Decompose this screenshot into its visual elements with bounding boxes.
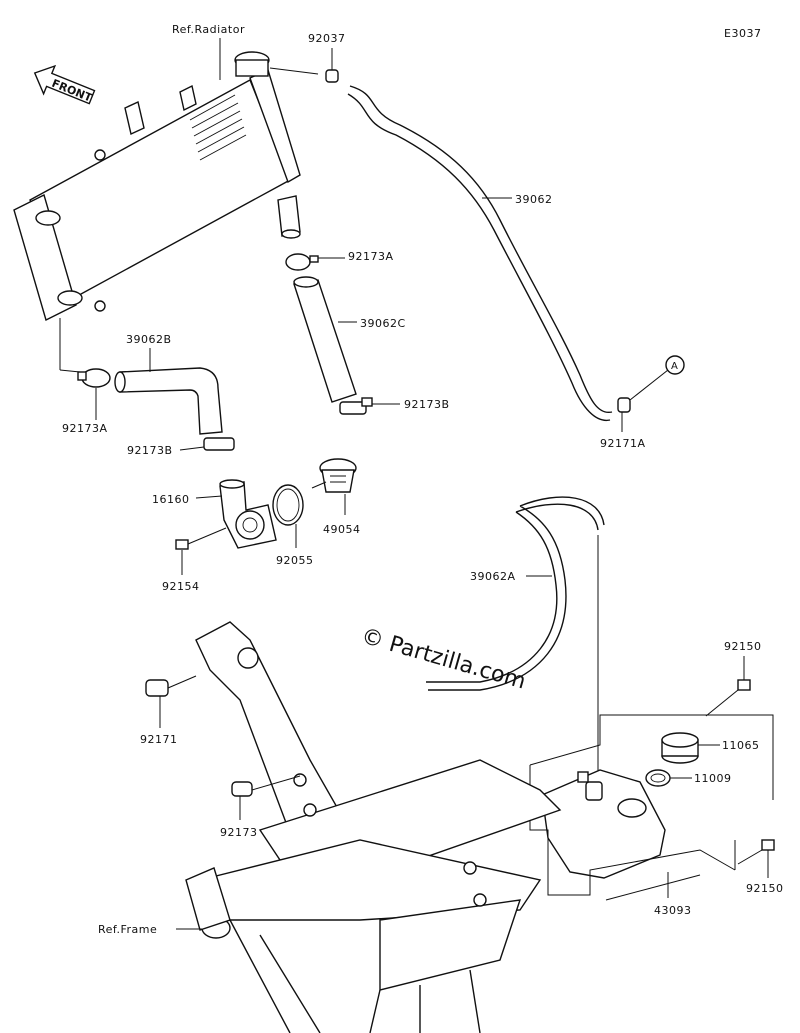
part-label-92037: 92037 <box>308 32 346 45</box>
thermostat-49054 <box>319 458 357 493</box>
clamp-92173b-lower <box>203 437 235 451</box>
part-label-92171a: 92171A <box>600 437 646 450</box>
clamp-92173a-left <box>77 368 111 388</box>
part-label-39062b: 39062B <box>126 333 172 346</box>
part-label-92055: 92055 <box>276 554 314 567</box>
ref-frame-label: Ref.Frame <box>98 923 157 936</box>
callout-a-upper-label: A <box>671 361 678 372</box>
part-label-92173a-left: 92173A <box>62 422 108 435</box>
part-label-92173: 92173 <box>220 826 258 839</box>
bolt-92154 <box>175 527 227 550</box>
part-label-39062: 39062 <box>515 193 553 206</box>
bolt-92150-upper <box>705 679 751 717</box>
part-label-92154: 92154 <box>162 580 200 593</box>
reservoir-bracket-outline <box>529 714 774 901</box>
cap-11065 <box>661 732 699 764</box>
o-ring-92055 <box>272 484 304 526</box>
clamp-92173a-upper <box>285 253 319 271</box>
part-label-49054: 49054 <box>323 523 361 536</box>
part-label-39062c: 39062C <box>360 317 406 330</box>
part-label-11065: 11065 <box>722 739 760 752</box>
hose-39062c <box>293 276 357 403</box>
gasket-11009 <box>645 769 671 787</box>
part-label-92173b-upper: 92173B <box>404 398 450 411</box>
part-label-92171: 92171 <box>140 733 178 746</box>
callout-a-upper <box>665 355 685 375</box>
front-arrow-icon: FRONT <box>33 64 96 105</box>
part-label-92173a-upper: 92173A <box>348 250 394 263</box>
part-label-16160: 16160 <box>152 493 190 506</box>
hose-39062b <box>114 367 223 435</box>
ref-radiator-label: Ref.Radiator <box>172 23 245 36</box>
clip-92037 <box>269 67 339 83</box>
diagram-id: E3037 <box>724 27 761 40</box>
reservoir-tank-43093 <box>541 769 666 879</box>
clip-92171a <box>617 397 631 413</box>
part-label-39062a: 39062A <box>470 570 516 583</box>
clamp-92173b-upper <box>339 397 373 415</box>
water-pipe-16160 <box>219 479 277 549</box>
part-label-92150-lower: 92150 <box>746 882 784 895</box>
clamp-92173 <box>231 775 301 797</box>
part-label-92173b-lower: 92173B <box>127 444 173 457</box>
frame <box>185 621 562 1033</box>
watermark-text: © Partzilla.com <box>358 624 528 695</box>
clamp-92171 <box>145 675 197 697</box>
part-label-43093: 43093 <box>654 904 692 917</box>
part-label-11009: 11009 <box>694 772 732 785</box>
radiator <box>13 51 301 322</box>
bolt-92150-lower <box>737 839 775 865</box>
part-label-92150-upper: 92150 <box>724 640 762 653</box>
